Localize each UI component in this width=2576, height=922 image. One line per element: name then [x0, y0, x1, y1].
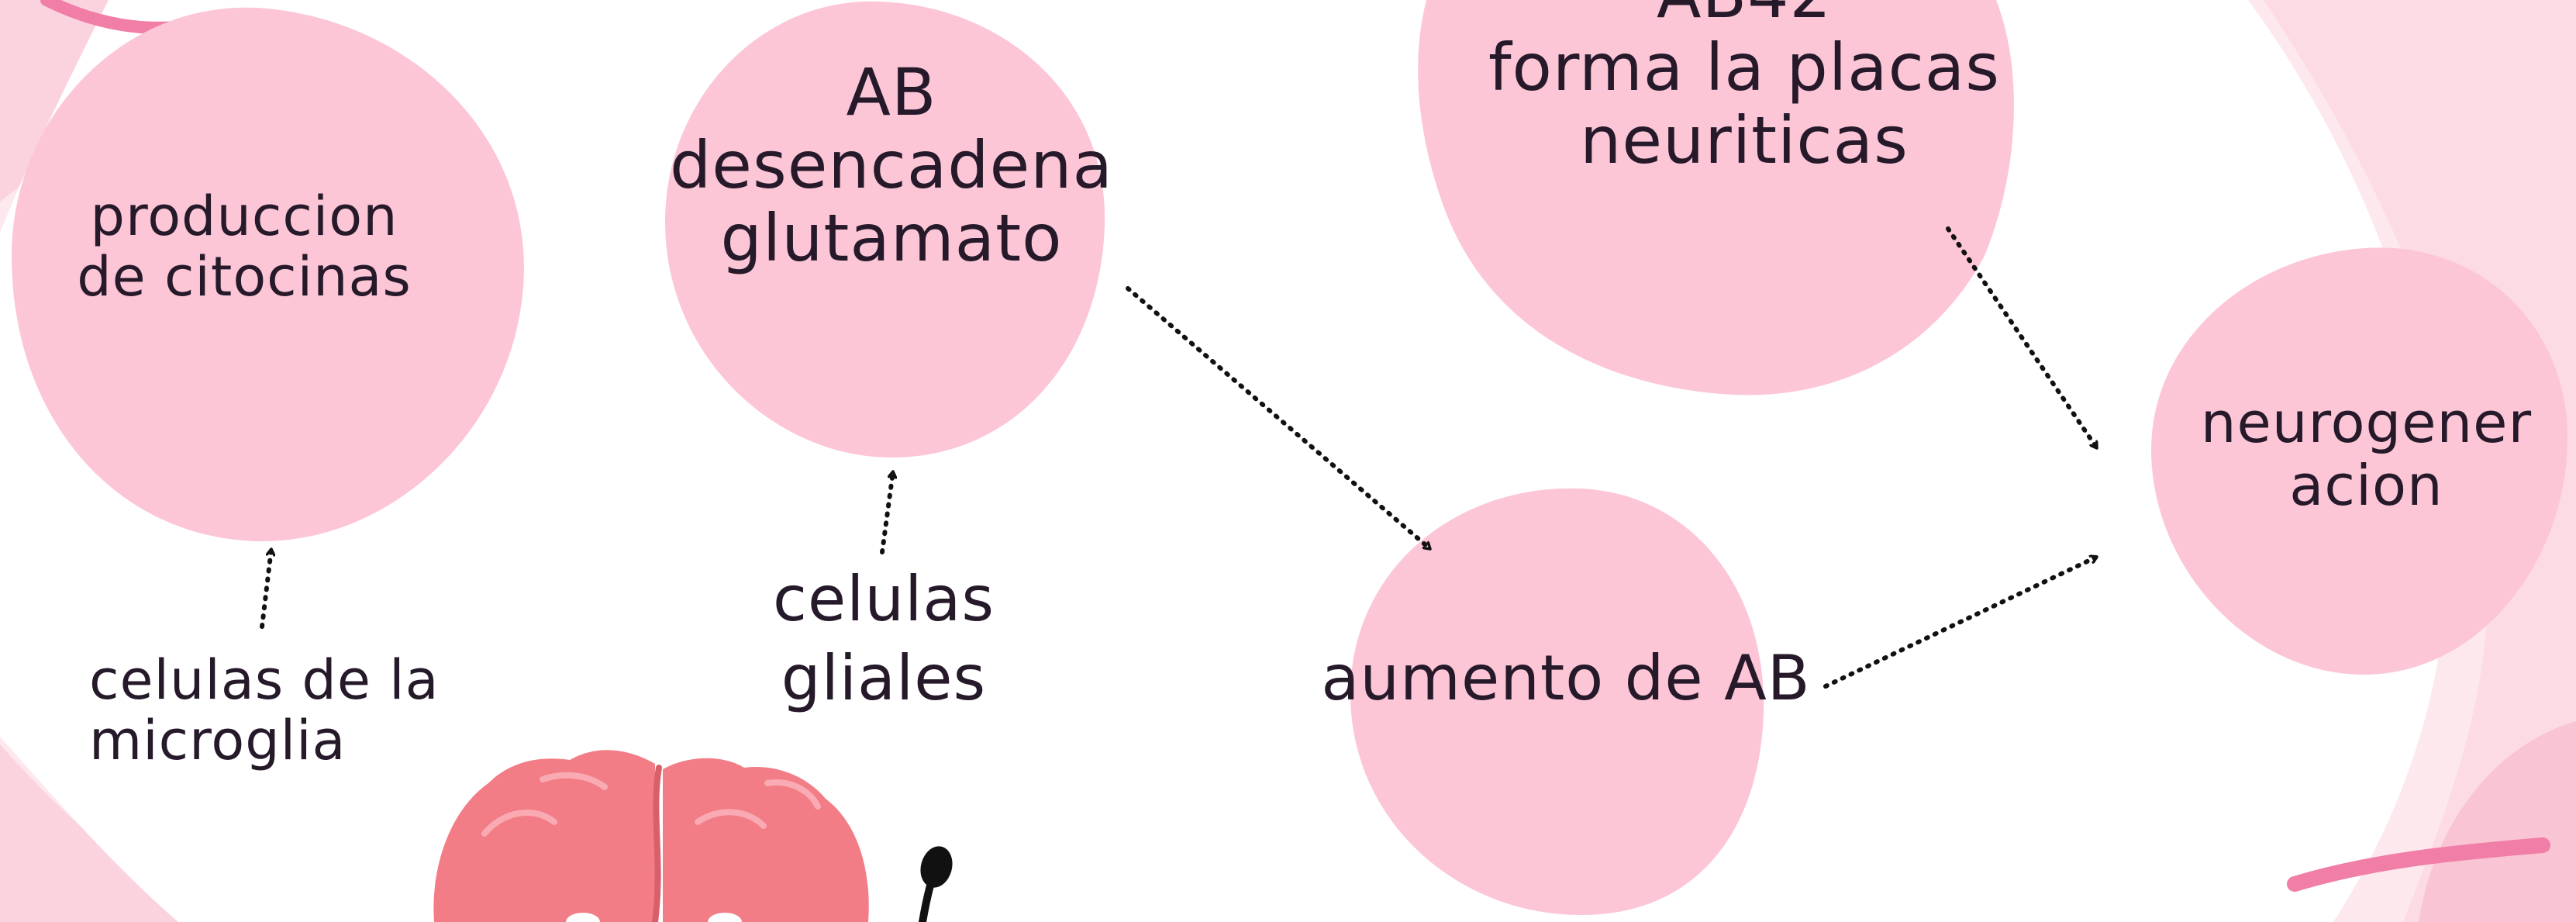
- node-produccion-line-2: de citocinas: [77, 245, 412, 309]
- node-ab-glutamato-line-2: desencadena: [669, 127, 1114, 204]
- node-ab-glutamato-label: AB desencadena glutamato: [651, 56, 1132, 275]
- brain-right-lobe: [663, 758, 869, 922]
- corner-blob-top-left: [0, 0, 326, 202]
- arrow-ab-glutamato-to-aumento: [1126, 286, 1433, 551]
- brain-fold-center: [652, 765, 662, 922]
- brain-fold-right: [695, 779, 821, 829]
- arrow-microglia-to-produccion: [260, 547, 271, 629]
- bubbles: [12, 0, 2568, 915]
- brain-left-lobe: [433, 750, 655, 922]
- node-ab42-line-2: forma la placas: [1488, 29, 2001, 106]
- node-ab42-line-3: neuriticas: [1580, 102, 1909, 179]
- bubble-ab42: [1418, 0, 2014, 395]
- node-neurogeneracion-label: neurogener acion: [2171, 392, 2562, 516]
- ribbon-bottom-right: [2287, 837, 2550, 892]
- brain-fold-left: [481, 772, 608, 837]
- corner-blob-bottom-left: [0, 744, 202, 922]
- brain-mascot-icon: [433, 750, 953, 922]
- bubble-ab-glutamato: [664, 1, 1105, 458]
- bubble-aumento: [1350, 488, 1764, 915]
- node-gliales-label: celulas gliales: [713, 560, 1054, 717]
- arrow-ab42-to-neurogeneracion: [1946, 226, 2099, 451]
- node-microglia-line-2: microglia: [89, 709, 347, 773]
- node-neurogeneracion-line-2: acion: [2289, 452, 2443, 518]
- node-microglia-line-1: celulas de la: [89, 648, 440, 712]
- brain-hand: [920, 846, 953, 888]
- node-produccion-label: produccion de citocinas: [43, 186, 446, 308]
- node-ab-glutamato-line-1: AB: [846, 54, 937, 130]
- arrow-gliales-to-ab-glutamato: [880, 469, 893, 554]
- bubble-produccion: [12, 7, 524, 542]
- node-ab42-label: AB42 forma la placas neuriticas: [1442, 0, 2047, 177]
- bubble-neurogeneracion: [2151, 247, 2568, 675]
- arrow-aumento-to-neurogeneracion: [1823, 554, 2099, 689]
- node-ab42-line-1: AB42: [1442, 0, 2047, 31]
- node-microglia-label: celulas de la microglia: [89, 650, 477, 772]
- node-neurogeneracion-line-1: neurogener: [2200, 390, 2533, 455]
- node-aumento-label: aumento de AB: [1287, 644, 1845, 713]
- corner-blob-right: [2264, 0, 2576, 922]
- node-ab-glutamato-line-3: glutamato: [720, 200, 1063, 277]
- node-gliales-line-1: celulas: [772, 563, 995, 635]
- brain-eye-left: [566, 913, 600, 922]
- corner-blob-bottom-right: [2419, 721, 2576, 922]
- brain-eye-right: [708, 913, 742, 922]
- node-produccion-line-1: produccion: [90, 185, 398, 248]
- node-aumento-line-1: aumento de AB: [1321, 642, 1811, 714]
- node-gliales-line-2: gliales: [781, 641, 987, 714]
- connectors: [260, 226, 2099, 689]
